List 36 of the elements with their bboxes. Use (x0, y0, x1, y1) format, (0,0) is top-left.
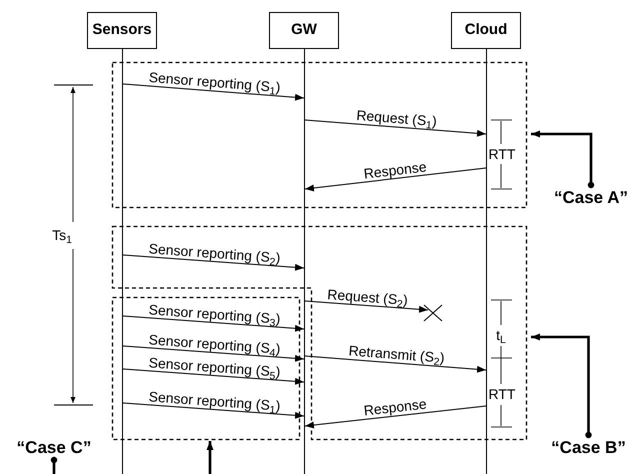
arrow (304, 356, 486, 373)
participant-box: GW (269, 12, 339, 49)
arrow (122, 84, 304, 101)
lifeline (122, 49, 123, 474)
arrow (122, 254, 304, 271)
edge-label: Request (S$_{1}$) (355, 106, 437, 130)
arrow (122, 368, 304, 385)
arrow (122, 402, 304, 419)
edge-label: Sensor reporting (S$_{3}$) (148, 300, 280, 326)
edge-label: Sensor reporting (S$_{2}$) (148, 240, 280, 266)
lifeline (486, 49, 487, 474)
case-label: “Case B” (541, 436, 636, 460)
participant-box: Cloud (451, 12, 521, 49)
arrow (531, 334, 592, 438)
edge-label: Sensor reporting (S$_{1}$) (148, 68, 280, 96)
edge-label: Retransmit (S$_{2}$) (348, 342, 445, 366)
edge-label: Sensor reporting (S$_{4}$) (148, 330, 280, 356)
arrow (531, 130, 594, 188)
edge-label: Response (362, 158, 427, 182)
arrow (304, 406, 486, 428)
arrow (50, 441, 214, 474)
arrow (304, 300, 428, 313)
interval-label: RTT (488, 386, 516, 402)
edge-label: Request (S$_{2}$) (326, 286, 408, 308)
edge-label: Sensor reporting (S$_{1}$) (148, 388, 280, 414)
dimension-label: Ts$_{1}$ (51, 227, 73, 243)
edge-label: Response (362, 396, 427, 418)
case-label: “Case A” (546, 186, 636, 210)
arrow (304, 168, 486, 192)
case-label: “Case C” (6, 436, 102, 460)
arrow (122, 316, 304, 332)
arrow (122, 346, 304, 362)
arrow (304, 120, 486, 137)
participant-box: Sensors (87, 12, 157, 49)
interval-label: RTT (488, 146, 516, 162)
lifeline (304, 49, 305, 474)
